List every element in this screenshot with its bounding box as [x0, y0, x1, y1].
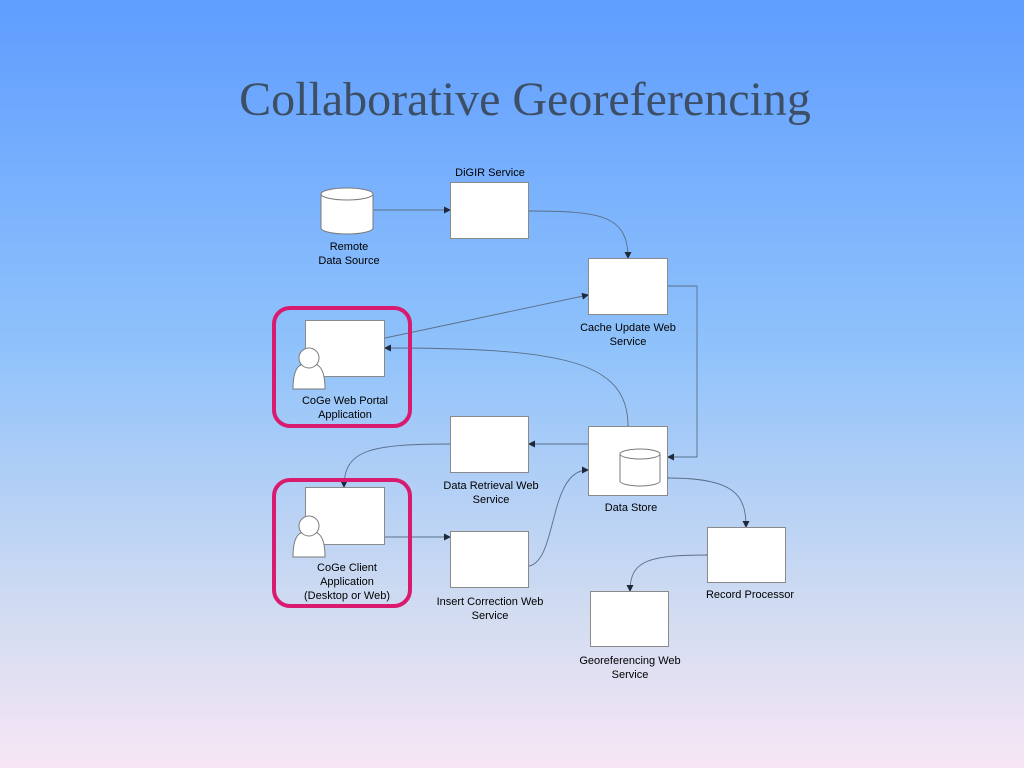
data-store-label: Data Store: [604, 502, 658, 514]
connector-datastore-portal: [384, 344, 632, 433]
connector-cache-to-datastore: [667, 285, 698, 461]
coge-web-portal-box: [305, 320, 385, 377]
cache-update-service-box: [588, 258, 668, 315]
connector-datastore-recordprocessor: [661, 474, 750, 528]
digir-service-label: DiGIR Service: [455, 167, 525, 179]
digir-service-box: [450, 182, 529, 239]
insert-correction-service-box: [450, 531, 529, 588]
coge-client-highlight: [272, 478, 412, 608]
coge-web-portal-highlight: [272, 306, 412, 428]
cache-update-service-label: Cache Update Web Service: [580, 322, 676, 348]
data-retrieval-service-label: Data Retrieval Web Service: [443, 480, 539, 506]
coge-client-label: CoGe Client Application (Desktop or Web): [304, 562, 390, 602]
georeferencing-service-label: Georeferencing Web Service: [579, 655, 681, 681]
connector-insert-to-datastore: [528, 466, 589, 567]
connector-retrieval-to-client: [340, 443, 451, 488]
data-store-box: [588, 426, 668, 496]
coge-client-box: [305, 487, 385, 545]
connector-digir-to-cache: [528, 210, 632, 259]
data-retrieval-service-box: [450, 416, 529, 473]
record-processor-label: Record Processor: [705, 589, 795, 601]
slide-title: Collaborative Georeferencing: [239, 73, 811, 126]
remote-data-source-label: Remote Data Source: [318, 241, 380, 267]
georeferencing-service-box: [590, 591, 669, 647]
record-processor-box: [707, 527, 786, 583]
connector-recordprocessor-georef: [626, 551, 714, 592]
coge-web-portal-label: CoGe Web Portal Application: [301, 395, 388, 421]
connector-portal-to-cache: [384, 292, 589, 339]
insert-correction-service-label: Insert Correction Web Service: [436, 596, 544, 622]
